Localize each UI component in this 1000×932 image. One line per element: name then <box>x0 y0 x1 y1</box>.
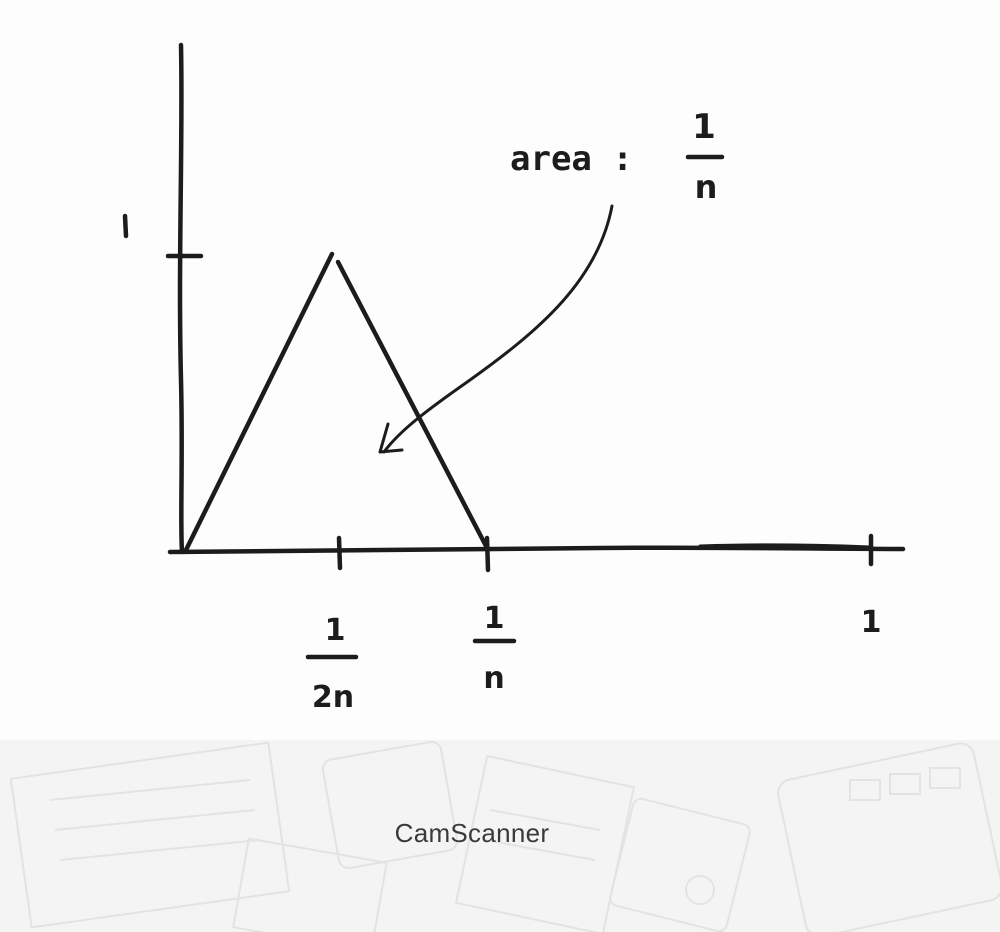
camscanner-brand-label: CamScanner <box>394 818 550 848</box>
x-tick-1-over-2n <box>336 535 343 571</box>
annotation-arrow <box>382 204 614 454</box>
scanned-sketch: area : 1 n 1 2n 1 n 1 1 <box>122 42 906 715</box>
scanner-footer: CamScanner <box>0 740 1000 932</box>
footer-document-pattern-icon <box>9 741 1000 932</box>
tent-left-side <box>183 251 335 553</box>
y-tick-label-1-glyph <box>122 213 129 239</box>
x-axis <box>167 545 906 555</box>
x-axis-overstroke <box>698 543 872 549</box>
annotation-arrowhead <box>378 422 404 454</box>
x-label-1: 1 <box>861 605 882 640</box>
x-tick-1-over-n <box>484 535 491 573</box>
tent-right-side <box>335 259 489 549</box>
sketch-canvas: area : 1 n 1 2n 1 n 1 1 <box>122 42 906 715</box>
x-label-1-over-n-denominator: n <box>483 661 504 696</box>
annotation-numerator: 1 <box>692 107 716 147</box>
x-label-1-over-n-numerator: 1 <box>484 601 505 636</box>
x-label-1-over-2n-numerator: 1 <box>325 613 346 648</box>
x-label-1-over-2n-denominator: 2n <box>312 680 354 715</box>
annotation-prefix: area : <box>510 139 633 179</box>
y-axis <box>177 42 185 555</box>
annotation-denominator: n <box>695 168 718 206</box>
